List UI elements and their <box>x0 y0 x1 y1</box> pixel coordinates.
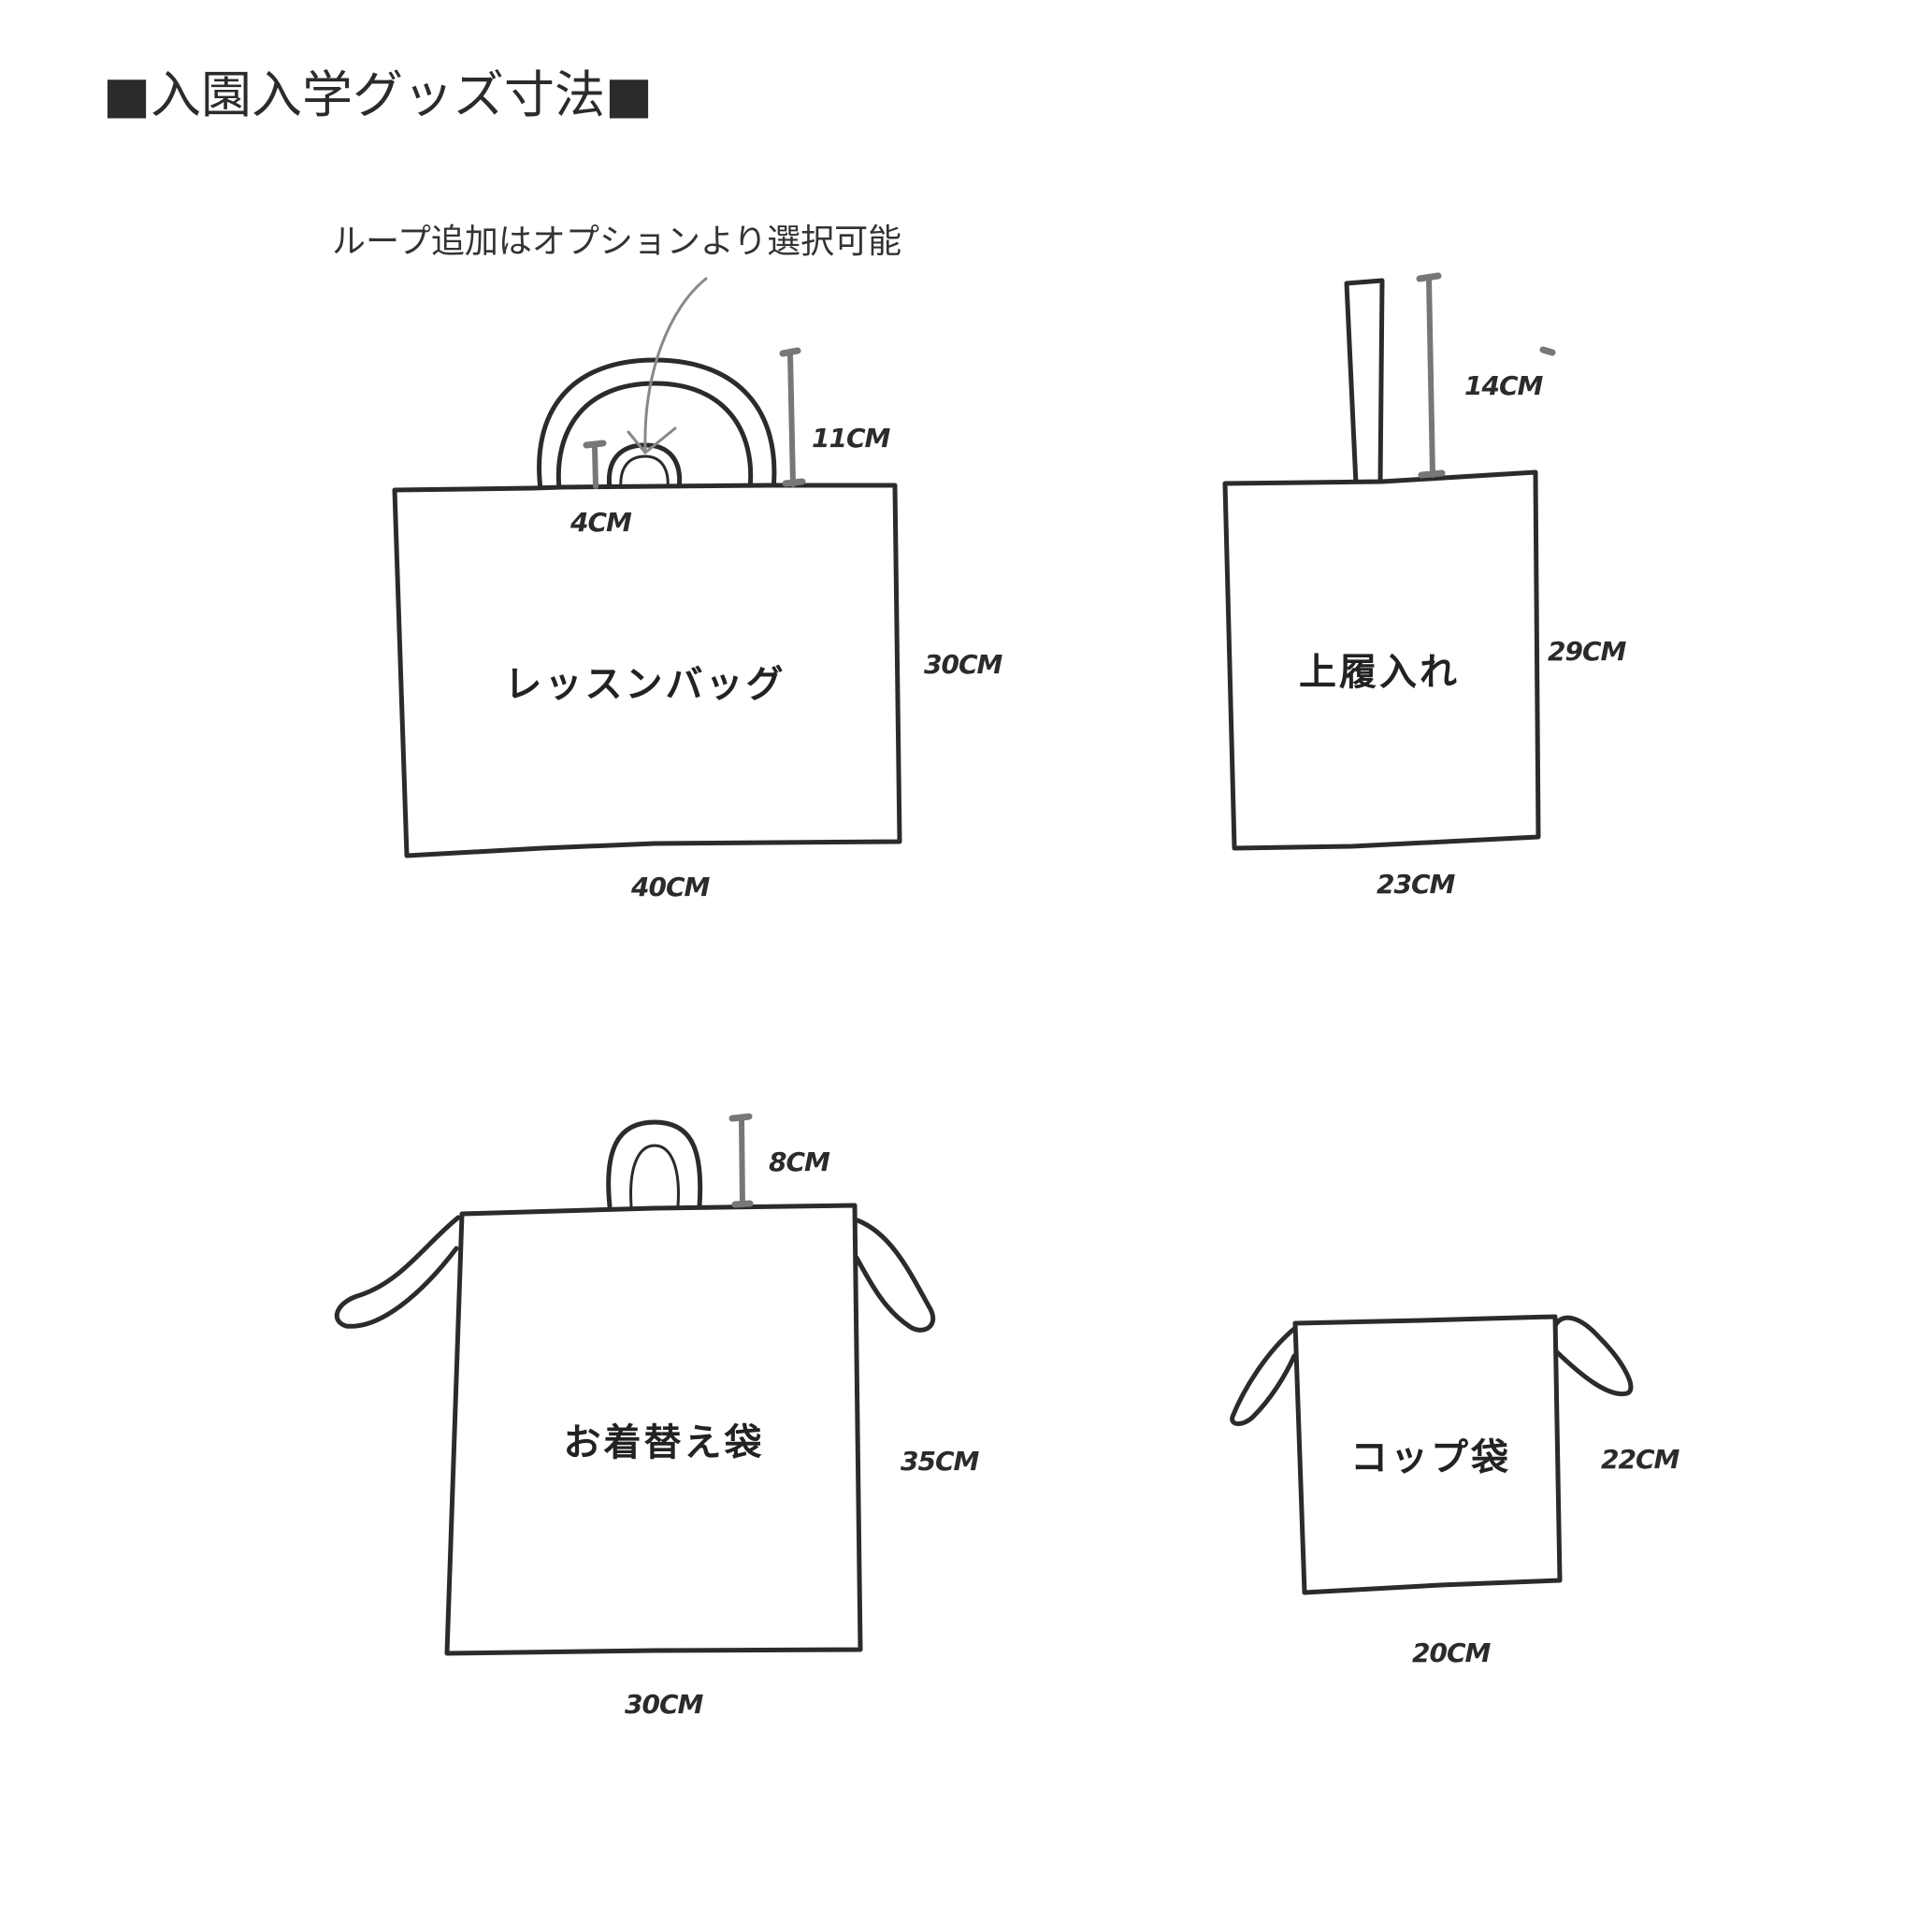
shoe-bag-strap <box>1344 278 1385 487</box>
cup-bag: コップ袋 22CM 20CM <box>1230 1314 1681 1668</box>
clothes-bag-left-tab <box>334 1215 461 1329</box>
shoe-bag-stray-mark <box>1539 346 1556 356</box>
lesson-bag-width-label: 40CM <box>630 872 711 902</box>
loop-option-note: ループ追加はオプションより選択可能 <box>332 223 901 261</box>
lesson-bag-handle-label: 11CM <box>812 423 891 454</box>
shoe-bag-handle-label: 14CM <box>1464 370 1544 401</box>
lesson-bag-loop-measure <box>592 444 598 489</box>
shoe-bag-width-label: 23CM <box>1377 869 1456 900</box>
clothes-bag-name: お着替え袋 <box>564 1421 765 1464</box>
cup-bag-body <box>1292 1314 1563 1595</box>
cup-bag-height-label: 22CM <box>1601 1444 1680 1475</box>
clothes-bag-handle-measure <box>739 1116 745 1207</box>
lesson-bag-loop-measure-cap <box>583 440 607 449</box>
cup-bag-width-label: 20CM <box>1412 1637 1492 1668</box>
lesson-bag-handle-inner <box>555 381 754 492</box>
page-title: ■入園入学グッズ寸法■ <box>103 65 653 124</box>
lesson-bag-handle-measure-cap-top <box>779 347 801 357</box>
lesson-bag-height-label: 30CM <box>924 649 1003 680</box>
lesson-bag: レッスンバッグ 11CM 4CM 30CM 40CM <box>392 347 1004 902</box>
cup-bag-right-tab <box>1551 1315 1634 1397</box>
lesson-bag-handle-measure <box>787 351 796 487</box>
lesson-bag-handle-measure-cap-bottom <box>782 478 806 487</box>
shoe-bag-handle-measure-cap-bottom <box>1418 469 1446 479</box>
clothes-bag-width-label: 30CM <box>625 1689 704 1720</box>
clothes-bag-handle-measure-cap-top <box>728 1113 753 1122</box>
lesson-bag-loop-label: 4CM <box>570 507 632 538</box>
shoe-bag-handle-measure-cap-top <box>1416 272 1442 282</box>
lesson-bag-name: レッスンバッグ <box>505 663 786 706</box>
shoe-bag-name: 上履入れ <box>1299 651 1460 694</box>
note-arrow-head <box>627 426 677 455</box>
clothes-bag-right-tab <box>854 1218 935 1333</box>
clothes-bag-height-label: 35CM <box>901 1446 980 1477</box>
cup-bag-name: コップ袋 <box>1350 1436 1511 1479</box>
lesson-bag-handle-outer <box>537 357 777 492</box>
clothes-bag-handle-outer <box>606 1119 703 1209</box>
note-arrow-line <box>643 277 708 451</box>
shoe-bag-body <box>1222 469 1541 851</box>
lesson-bag-body <box>392 483 902 858</box>
clothes-bag-handle-label: 8CM <box>769 1146 830 1177</box>
shoe-bag-height-label: 29CM <box>1548 636 1627 667</box>
shoe-bag: 上履入れ 14CM 29CM 23CM <box>1222 272 1628 900</box>
shoe-bag-handle-measure <box>1426 276 1435 478</box>
clothes-bag: お着替え袋 8CM 35CM 30CM <box>334 1113 981 1720</box>
lesson-bag-loop-inner <box>619 454 670 491</box>
clothes-bag-body <box>444 1203 863 1656</box>
clothes-bag-handle-inner <box>629 1144 680 1208</box>
cup-bag-left-tab <box>1230 1325 1298 1426</box>
